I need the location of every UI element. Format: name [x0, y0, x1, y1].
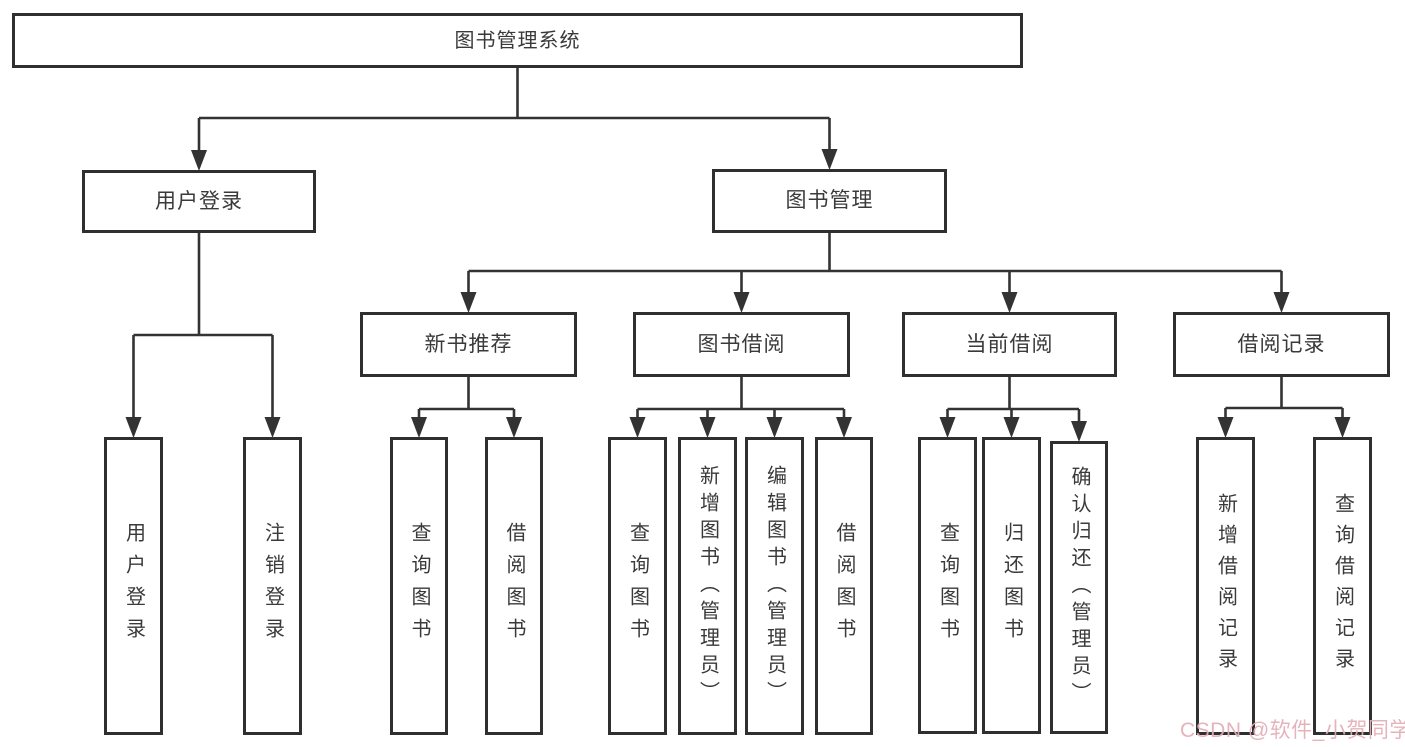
arrowhead-icon: [766, 417, 783, 438]
arrowhead-icon: [733, 292, 750, 313]
arrowhead-icon: [411, 417, 427, 438]
arrowhead-icon: [506, 417, 522, 438]
arrowhead-icon: [460, 292, 477, 313]
diagram-box-newbook: 新书推荐: [360, 312, 577, 377]
arrowhead-icon: [629, 417, 646, 438]
diagram-box-login-user: 用户登录: [104, 437, 163, 735]
arrowhead-icon: [939, 417, 956, 438]
arrowhead-icon: [836, 417, 852, 438]
diagram-box-borrow: 图书借阅: [633, 312, 850, 377]
diagram-box-c-confirm: 确认归还（管理员）: [1050, 441, 1108, 734]
diagram-box-c-return: 归还图书: [982, 437, 1041, 734]
diagram-box-b-query: 查询图书: [608, 437, 667, 735]
diagram-box-login-out: 注销登录: [243, 437, 302, 735]
diagram-box-r-query: 查询借阅记录: [1313, 437, 1372, 735]
diagram-box-current: 当前借阅: [902, 312, 1117, 377]
diagram-box-nb-query: 查询图书: [390, 437, 448, 735]
diagram-box-record: 借阅记录: [1173, 312, 1390, 377]
diagram-box-r-add: 新增借阅记录: [1196, 437, 1255, 735]
arrowhead-icon: [699, 417, 716, 438]
arrowhead-icon: [1273, 292, 1290, 313]
diagram-box-b-add: 新增图书（管理员）: [678, 437, 737, 735]
diagram-box-b-borrow: 借阅图书: [815, 437, 873, 735]
arrowhead-icon: [1001, 292, 1018, 313]
arrowhead-icon: [1217, 417, 1234, 438]
arrowhead-icon: [1003, 417, 1020, 438]
arrowhead-icon: [1071, 421, 1087, 442]
csdn-watermark: CSDN @软件_小贺同学: [1180, 719, 1405, 742]
diagram-box-mgmt: 图书管理: [712, 169, 947, 233]
arrowhead-icon: [264, 417, 281, 438]
arrowhead-icon: [821, 149, 838, 170]
diagram-box-nb-borrow: 借阅图书: [485, 437, 543, 735]
diagram-box-b-edit: 编辑图书（管理员）: [745, 437, 804, 735]
diagram-box-login: 用户登录: [82, 170, 316, 233]
arrowhead-icon: [191, 150, 207, 171]
diagram-box-c-query: 查询图书: [918, 437, 977, 734]
diagram-box-root: 图书管理系统: [12, 13, 1023, 68]
arrowhead-icon: [1334, 417, 1351, 438]
arrowhead-icon: [125, 417, 142, 438]
